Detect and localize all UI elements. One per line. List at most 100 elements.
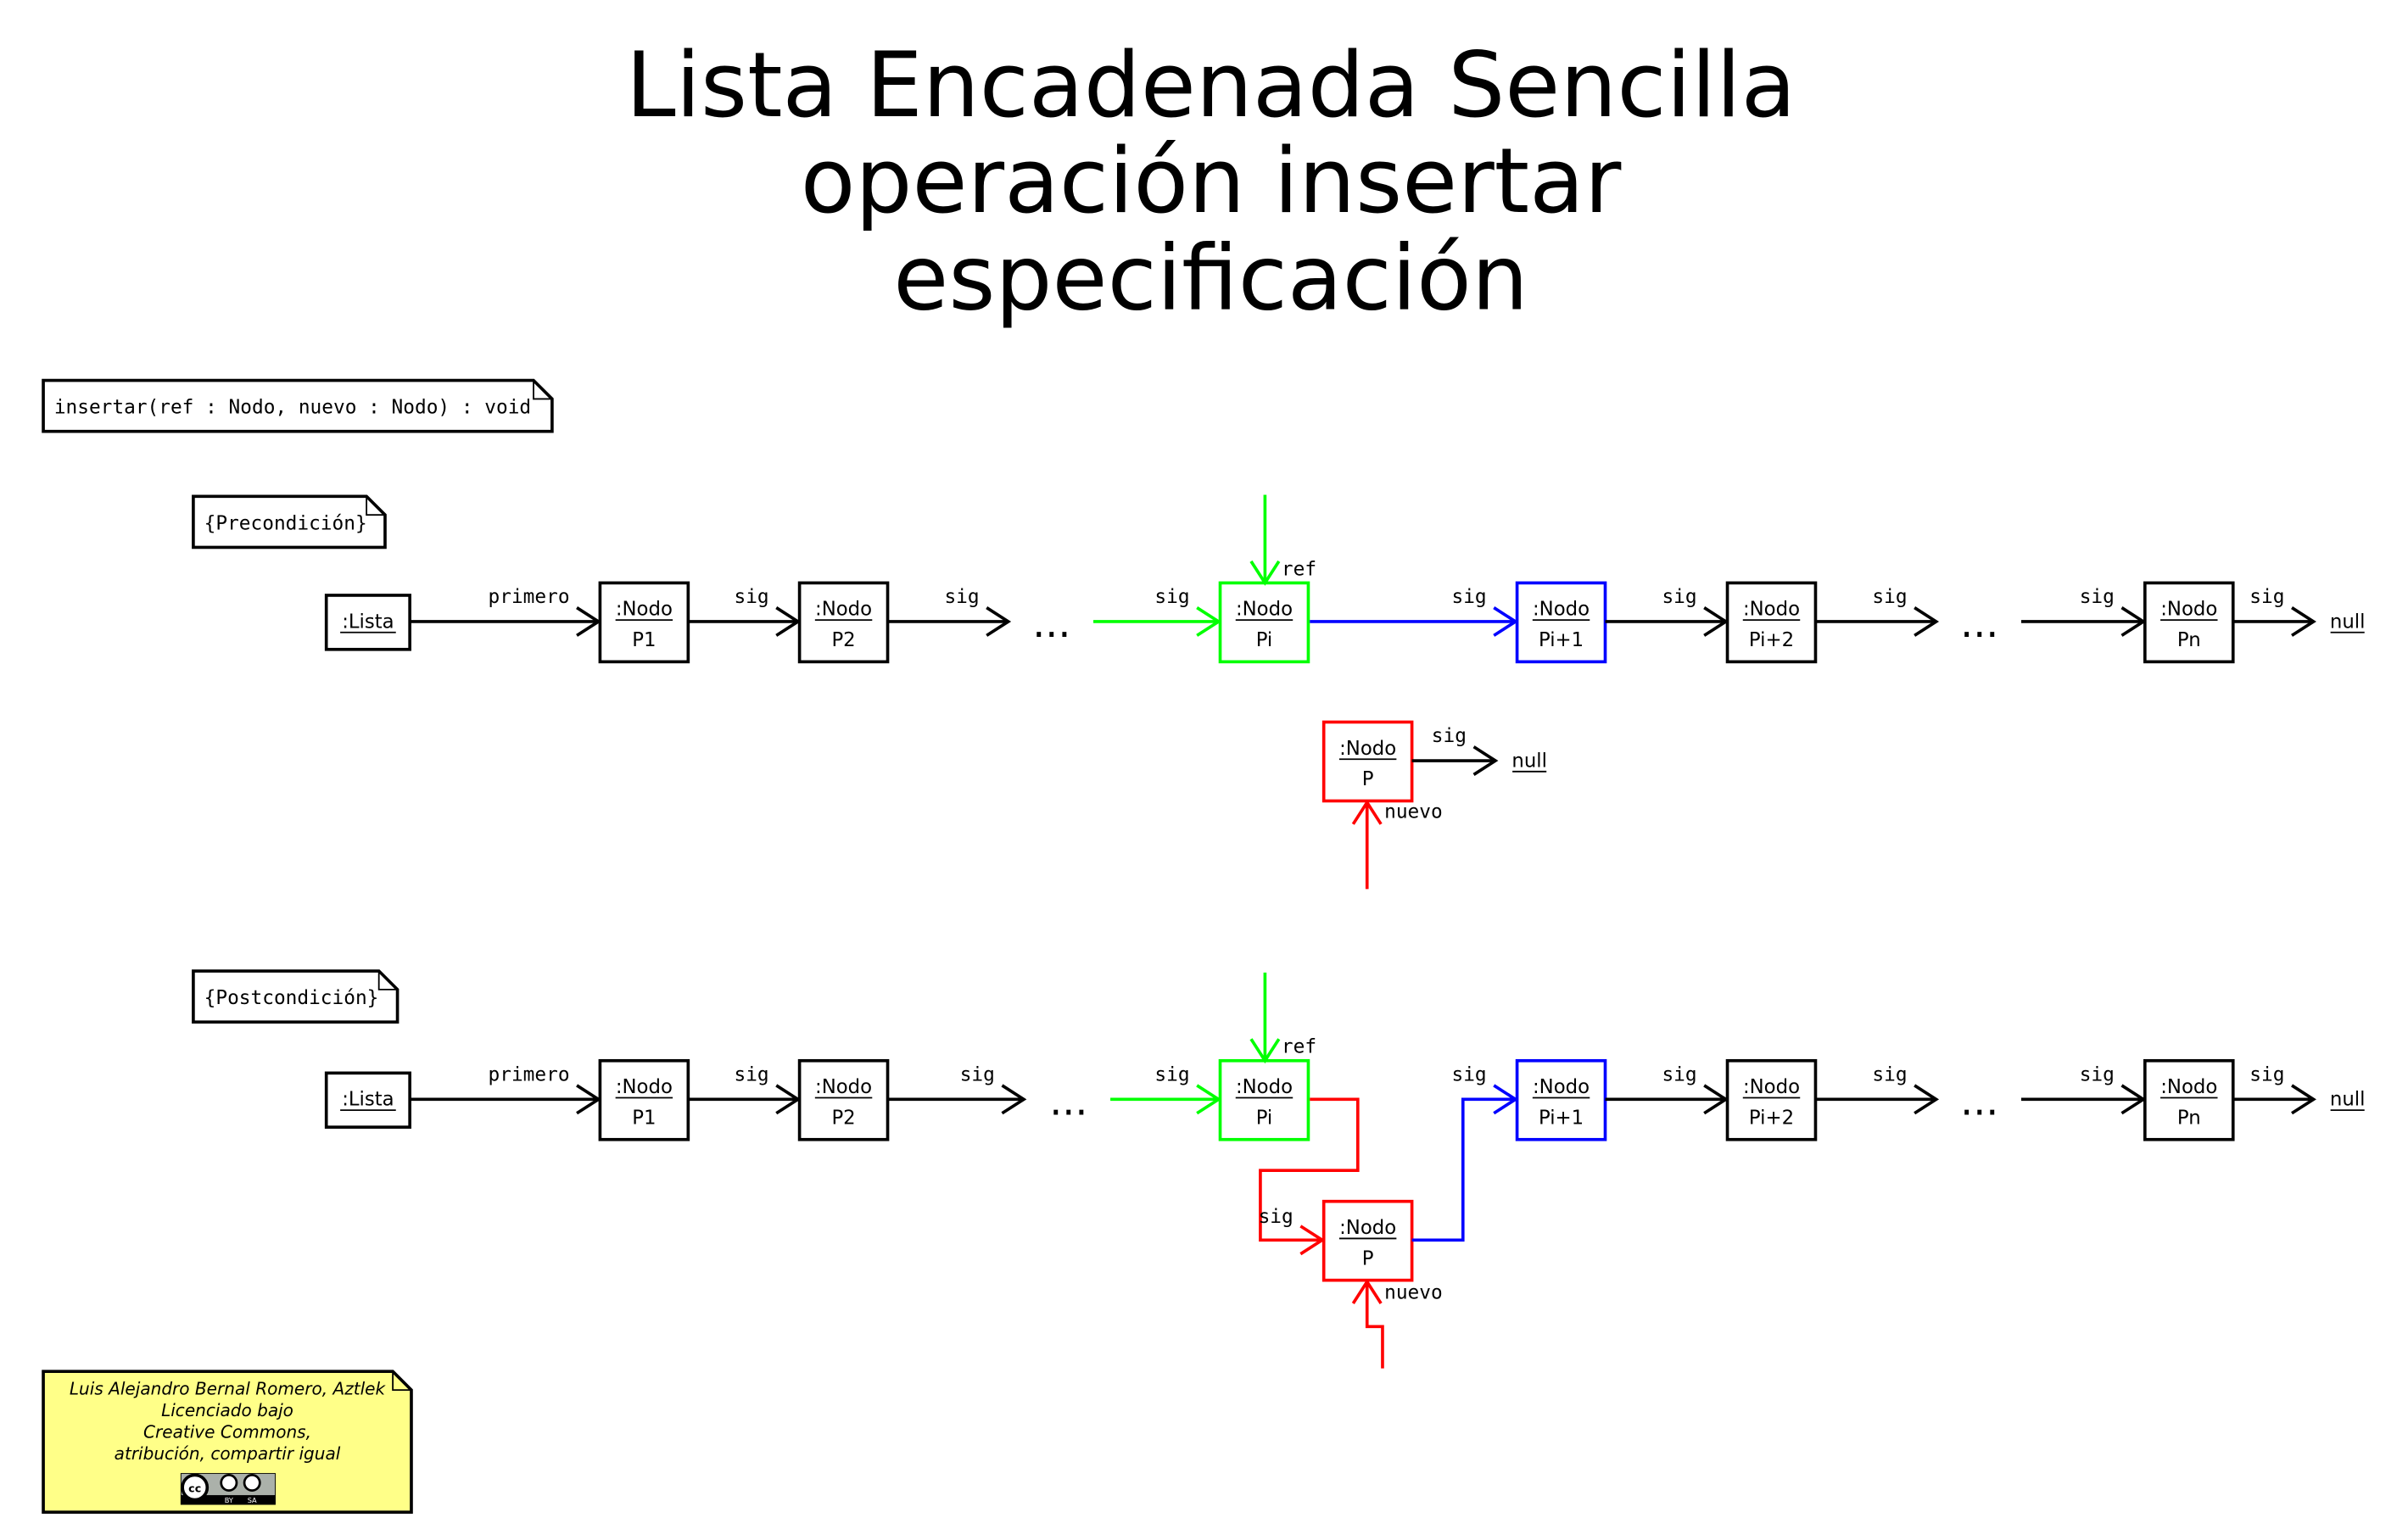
sig-arrow xyxy=(887,606,1012,637)
by-text: BY xyxy=(225,1496,234,1504)
ref-arrow xyxy=(1249,972,1281,1064)
nuevo-arrow xyxy=(1351,799,1383,890)
signature-note: insertar(ref : Nodo, nuevo : Nodo) : voi… xyxy=(42,378,554,433)
node-name-label: P xyxy=(1362,768,1374,790)
link-label-sig: sig xyxy=(1451,586,1486,608)
license-line: Licenciado bajo xyxy=(161,1400,293,1420)
node-class-label: :Nodo xyxy=(1236,599,1293,621)
link-label-sig: sig xyxy=(1872,586,1907,608)
signature-note-text: insertar(ref : Nodo, nuevo : Nodo) : voi… xyxy=(54,397,531,419)
arrowhead-icon xyxy=(2291,1084,2316,1115)
link-label-nuevo: nuevo xyxy=(1384,801,1443,823)
link-label-ref: ref xyxy=(1282,558,1316,580)
folded-corner-icon xyxy=(392,1371,411,1392)
ellipsis: ... xyxy=(1960,1079,1998,1125)
lista-label: :Lista xyxy=(342,1089,394,1111)
ellipsis: ... xyxy=(1032,600,1070,647)
node-class-label: :Nodo xyxy=(616,599,673,621)
postcondition-note: {Postcondición} xyxy=(192,969,400,1024)
sig-arrow xyxy=(2232,1084,2316,1115)
null-label: null xyxy=(1511,750,1547,772)
node-class-label: :Nodo xyxy=(1533,599,1590,621)
node-class-label: :Nodo xyxy=(2160,1076,2217,1098)
link-label-nuevo: nuevo xyxy=(1384,1282,1443,1304)
node-box xyxy=(797,581,890,664)
nuevo-arrow-line xyxy=(1365,1281,1384,1369)
node-class-label: :Nodo xyxy=(1743,1076,1800,1098)
sig-arrow xyxy=(2232,606,2316,637)
node-name-label: P xyxy=(1362,1247,1374,1269)
node-class-label: :Nodo xyxy=(1339,738,1396,760)
node-box xyxy=(1321,720,1414,803)
link-label-sig: sig xyxy=(960,1063,995,1085)
license-note: Luis Alejandro Bernal Romero, AztlekLice… xyxy=(42,1370,413,1514)
link-label-primero: primero xyxy=(489,1063,570,1085)
node-name-label: Pi+2 xyxy=(1749,1108,1794,1130)
precondition-note-shape xyxy=(192,494,387,550)
lista-object: :Lista xyxy=(324,1071,411,1129)
ref-arrow xyxy=(1249,494,1281,586)
node-name-label: Pi+1 xyxy=(1539,1108,1584,1130)
sig-arrow-pi-to-p-line xyxy=(1259,1097,1360,1242)
sig-arrow-pi-to-p xyxy=(1259,1097,1360,1256)
precondition-note-text: {Precondición} xyxy=(204,512,367,534)
sig-arrow-to-ref xyxy=(1093,606,1222,637)
sig-arrow-p-to-pi1 xyxy=(1411,1084,1519,1242)
node-name-label: Pi+1 xyxy=(1539,629,1584,651)
link-label-sig: sig xyxy=(1259,1206,1293,1228)
attribution-icon xyxy=(220,1474,238,1492)
node-box xyxy=(2143,581,2235,664)
lista-box xyxy=(324,594,411,651)
license-note-shape xyxy=(42,1370,413,1514)
ellipsis: ... xyxy=(1049,1079,1087,1125)
node-class-label: :Nodo xyxy=(815,1076,872,1098)
postcondition-note-shape xyxy=(192,969,400,1024)
arrowhead-icon xyxy=(1493,1084,1519,1115)
link-label-sig: sig xyxy=(1662,586,1696,608)
node-class-label: :Nodo xyxy=(616,1076,673,1098)
node-box xyxy=(1218,1058,1310,1141)
arrowhead-icon xyxy=(1249,560,1281,586)
arrowhead-icon xyxy=(1299,1225,1326,1256)
link-label-primero: primero xyxy=(489,586,570,608)
primero-arrow xyxy=(410,1084,601,1115)
arrowhead-icon xyxy=(1472,745,1499,777)
cc-text: cc xyxy=(188,1482,201,1495)
node-name-label: Pn xyxy=(2177,629,2201,651)
node-box xyxy=(1515,1058,1607,1141)
diagram-title-line-1: Lista Encadenada Sencilla xyxy=(626,33,1796,137)
sa-text: SA xyxy=(248,1496,257,1504)
sig-arrow xyxy=(2020,1084,2147,1115)
arrowhead-icon xyxy=(2291,606,2316,637)
node-name-label: Pi+2 xyxy=(1749,629,1794,651)
primero-arrow xyxy=(410,606,601,637)
sig-arrow xyxy=(1605,606,1729,637)
link-label-sig: sig xyxy=(2249,586,2284,608)
arrowhead-icon xyxy=(1351,799,1383,825)
link-label-sig: sig xyxy=(1154,586,1189,608)
arrowhead-icon xyxy=(1914,1084,1940,1115)
link-label-sig: sig xyxy=(1451,1063,1486,1085)
cc-icon xyxy=(181,1473,210,1502)
precondition-note: {Precondición} xyxy=(192,494,387,550)
folded-corner-icon xyxy=(377,971,398,990)
node-class-label: :Nodo xyxy=(1743,599,1800,621)
link-label-sig: sig xyxy=(2080,586,2115,608)
folded-corner-icon xyxy=(366,496,385,516)
sig-arrow xyxy=(2020,606,2147,637)
sig-arrow xyxy=(1815,1084,1940,1115)
link-label-sig: sig xyxy=(2080,1063,2115,1085)
node-name-label: Pn xyxy=(2177,1108,2201,1130)
lista-object: :Lista xyxy=(324,594,411,651)
link-label-sig: sig xyxy=(944,586,979,608)
node-class-label: :Nodo xyxy=(2160,599,2217,621)
